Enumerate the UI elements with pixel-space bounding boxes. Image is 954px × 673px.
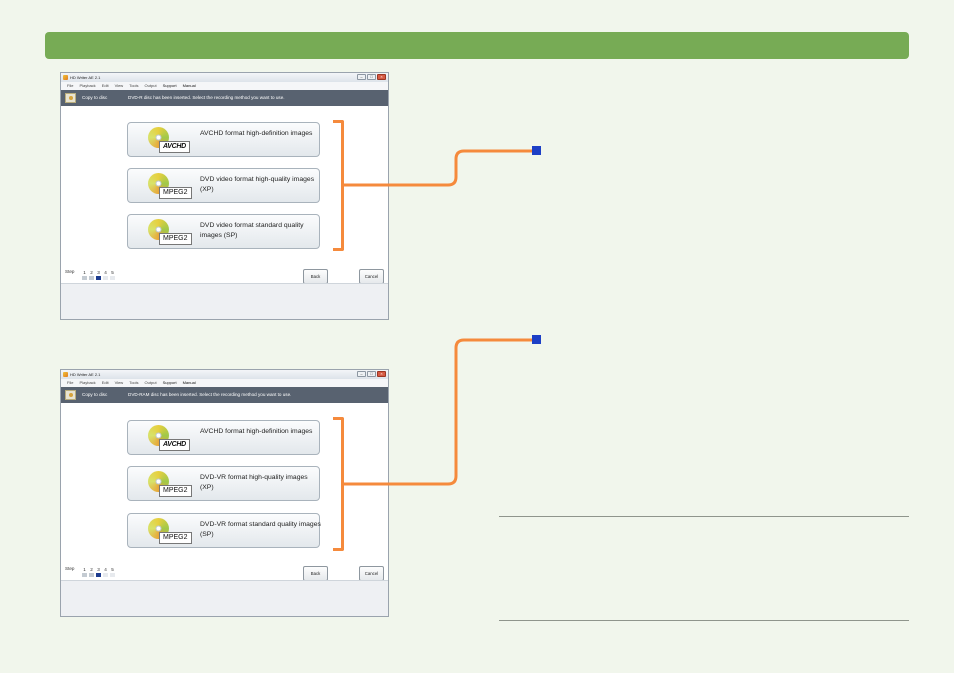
menu-tools[interactable]: Tools xyxy=(129,380,139,385)
header-label: Copy to disc xyxy=(82,95,108,100)
step-box-future xyxy=(110,573,115,577)
cancel-button[interactable]: Cancel xyxy=(359,269,384,284)
menu-output[interactable]: Output xyxy=(144,83,157,88)
callout-marker-bottom xyxy=(532,335,541,344)
note-rule-top xyxy=(499,516,909,517)
header-bar: Copy to disc DVD-R disc has been inserte… xyxy=(61,90,388,106)
window-title: HD Writer AE 2.1 xyxy=(70,372,101,377)
connector-line-top xyxy=(344,149,533,187)
menu-view[interactable]: View xyxy=(114,380,124,385)
step-number: 4 xyxy=(104,270,107,275)
step-box-done xyxy=(82,573,87,577)
step-numbers: 1 2 3 4 5 xyxy=(82,567,115,572)
option-label: DVD-VR format standard quality images (S… xyxy=(200,521,321,538)
step-progress xyxy=(82,573,115,577)
app-icon xyxy=(63,75,68,80)
menu-playback[interactable]: Playback xyxy=(79,83,96,88)
option-label: DVD-VR format high-quality images (XP) xyxy=(200,474,308,491)
option-label: DVD video format high-quality images (XP… xyxy=(200,176,315,193)
option-sp-button[interactable]: MPEG2 DVD video format standard quality … xyxy=(127,214,320,249)
step-number: 3 xyxy=(97,567,100,572)
option-xp-button[interactable]: MPEG2 DVD video format high-quality imag… xyxy=(127,168,320,203)
menu-output[interactable]: Output xyxy=(144,380,157,385)
avchd-badge: AVCHD xyxy=(159,439,190,451)
app-icon xyxy=(63,372,68,377)
window-controls: – □ × xyxy=(357,371,386,377)
step-number: 3 xyxy=(97,270,100,275)
bottom-panel xyxy=(61,580,388,616)
header-message: DVD-RAM disc has been inserted. Select t… xyxy=(128,392,292,397)
mpeg2-badge: MPEG2 xyxy=(159,485,192,497)
step-box-future xyxy=(103,276,108,280)
option-avchd-button[interactable]: AVCHD AVCHD format high-definition image… xyxy=(127,122,320,157)
option-label: AVCHD format high-definition images xyxy=(200,428,313,435)
minimize-button[interactable]: – xyxy=(357,74,366,80)
option-xp-button[interactable]: MPEG2 DVD-VR format high-quality images … xyxy=(127,466,320,501)
step-box-done xyxy=(89,276,94,280)
window-controls: – □ × xyxy=(357,74,386,80)
maximize-button[interactable]: □ xyxy=(367,74,376,80)
mpeg2-badge: MPEG2 xyxy=(159,532,192,544)
step-progress xyxy=(82,276,115,280)
menu-playback[interactable]: Playback xyxy=(79,380,96,385)
step-number: 2 xyxy=(90,270,93,275)
app-window-dvd-ram: HD Writer AE 2.1 – □ × File Playback Edi… xyxy=(60,369,389,617)
title-bar: HD Writer AE 2.1 – □ × xyxy=(61,370,388,379)
option-label: DVD video format standard quality images… xyxy=(200,222,304,239)
title-bar: HD Writer AE 2.1 – □ × xyxy=(61,73,388,82)
step-box-done xyxy=(89,573,94,577)
option-label: AVCHD format high-definition images xyxy=(200,130,313,137)
step-number: 4 xyxy=(104,567,107,572)
menu-view[interactable]: View xyxy=(114,83,124,88)
avchd-badge: AVCHD xyxy=(159,141,190,153)
step-box-future xyxy=(110,276,115,280)
minimize-button[interactable]: – xyxy=(357,371,366,377)
step-number: 2 xyxy=(90,567,93,572)
menu-edit[interactable]: Edit xyxy=(101,380,109,385)
maximize-button[interactable]: □ xyxy=(367,371,376,377)
step-box-done xyxy=(82,276,87,280)
menu-bar: File Playback Edit View Tools Output Sup… xyxy=(61,379,388,387)
step-box-future xyxy=(103,573,108,577)
step-number: 5 xyxy=(111,270,114,275)
step-number: 1 xyxy=(83,567,86,572)
step-label: Step xyxy=(65,269,75,274)
header-label: Copy to disc xyxy=(82,392,108,397)
copy-to-disc-icon xyxy=(65,390,76,400)
callout-marker-top xyxy=(532,146,541,155)
mpeg2-badge: MPEG2 xyxy=(159,187,192,199)
connector-line-bottom xyxy=(344,338,533,486)
option-avchd-button[interactable]: AVCHD AVCHD format high-definition image… xyxy=(127,420,320,455)
window-title: HD Writer AE 2.1 xyxy=(70,75,101,80)
menu-support[interactable]: Support xyxy=(162,380,177,385)
menu-file[interactable]: File xyxy=(67,380,74,385)
menu-tools[interactable]: Tools xyxy=(129,83,139,88)
mpeg2-badge: MPEG2 xyxy=(159,233,192,245)
menu-manual[interactable]: Manual xyxy=(182,83,196,88)
bottom-panel xyxy=(61,283,388,319)
step-numbers: 1 2 3 4 5 xyxy=(82,270,115,275)
menu-edit[interactable]: Edit xyxy=(101,83,109,88)
option-bracket-bottom xyxy=(333,417,344,551)
menu-bar: File Playback Edit View Tools Output Sup… xyxy=(61,82,388,90)
menu-support[interactable]: Support xyxy=(162,83,177,88)
top-banner xyxy=(45,32,909,59)
step-box-active xyxy=(96,573,101,577)
step-box-active xyxy=(96,276,101,280)
step-number: 5 xyxy=(111,567,114,572)
note-rule-bottom xyxy=(499,620,909,621)
copy-to-disc-icon xyxy=(65,93,76,103)
step-number: 1 xyxy=(83,270,86,275)
option-bracket-top xyxy=(333,120,344,251)
header-bar: Copy to disc DVD-RAM disc has been inser… xyxy=(61,387,388,403)
close-button[interactable]: × xyxy=(377,74,386,80)
step-label: Step xyxy=(65,566,75,571)
option-sp-button[interactable]: MPEG2 DVD-VR format standard quality ima… xyxy=(127,513,321,548)
header-message: DVD-R disc has been inserted. Select the… xyxy=(128,95,285,100)
close-button[interactable]: × xyxy=(377,371,386,377)
menu-file[interactable]: File xyxy=(67,83,74,88)
app-window-dvd-r: HD Writer AE 2.1 – □ × File Playback Edi… xyxy=(60,72,389,320)
menu-manual[interactable]: Manual xyxy=(182,380,196,385)
